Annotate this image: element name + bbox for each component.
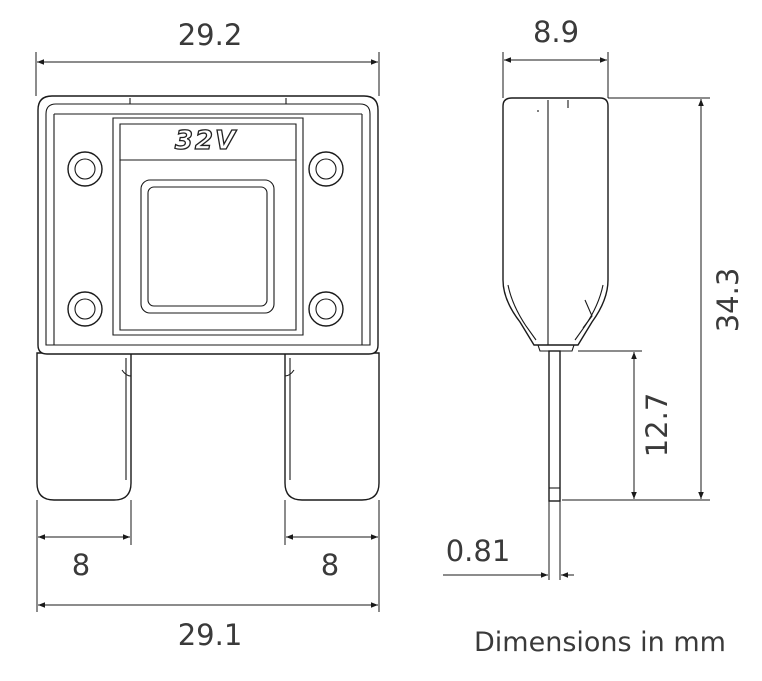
dim-text-blade-left: 8 bbox=[72, 548, 90, 582]
dim-text-width-top: 29.2 bbox=[178, 18, 243, 52]
rivet-bottom-right bbox=[308, 291, 344, 327]
front-view: 32V 29.2 bbox=[35, 18, 380, 652]
blade-shoulder-lines bbox=[121, 358, 295, 480]
dim-width-bottom: 29.1 bbox=[36, 545, 380, 652]
fuse-window-inner bbox=[147, 186, 268, 307]
center-panel-inner bbox=[119, 159, 297, 331]
rivet-top-right bbox=[308, 151, 344, 187]
side-view: 8.9 34.3 12.7 0.81 bbox=[443, 15, 745, 580]
dim-text-width-bottom: 29.1 bbox=[178, 618, 243, 652]
side-clip-detail bbox=[582, 299, 593, 329]
dim-text-blade-thickness: 0.81 bbox=[446, 534, 511, 568]
side-base bbox=[537, 344, 575, 352]
dim-blade-thickness: 0.81 bbox=[443, 501, 574, 580]
dim-blade-left: 8 bbox=[36, 500, 132, 582]
dim-text-blade-right: 8 bbox=[321, 548, 339, 582]
dim-blade-right: 8 bbox=[284, 500, 380, 582]
fuse-window-outer bbox=[140, 179, 275, 314]
side-top-detail bbox=[537, 100, 569, 112]
voltage-label: 32V bbox=[175, 126, 237, 156]
left-blade bbox=[36, 352, 132, 501]
right-blade bbox=[284, 352, 380, 501]
dim-width-top: 29.2 bbox=[35, 18, 380, 96]
body-inner-outline bbox=[45, 103, 371, 346]
rivet-top-left bbox=[67, 151, 103, 187]
dim-text-thickness: 8.9 bbox=[533, 15, 579, 49]
dim-height: 34.3 bbox=[562, 97, 745, 501]
dim-text-height: 34.3 bbox=[711, 268, 745, 333]
center-panel bbox=[112, 117, 304, 336]
side-blade bbox=[548, 350, 561, 502]
body-rim bbox=[53, 113, 363, 345]
units-caption: Dimensions in mm bbox=[474, 627, 726, 658]
dim-blade-length: 12.7 bbox=[578, 350, 674, 499]
side-body bbox=[502, 97, 609, 346]
rivet-bottom-left bbox=[67, 291, 103, 327]
dim-thickness: 8.9 bbox=[502, 15, 609, 98]
dim-text-blade-length: 12.7 bbox=[640, 393, 674, 458]
